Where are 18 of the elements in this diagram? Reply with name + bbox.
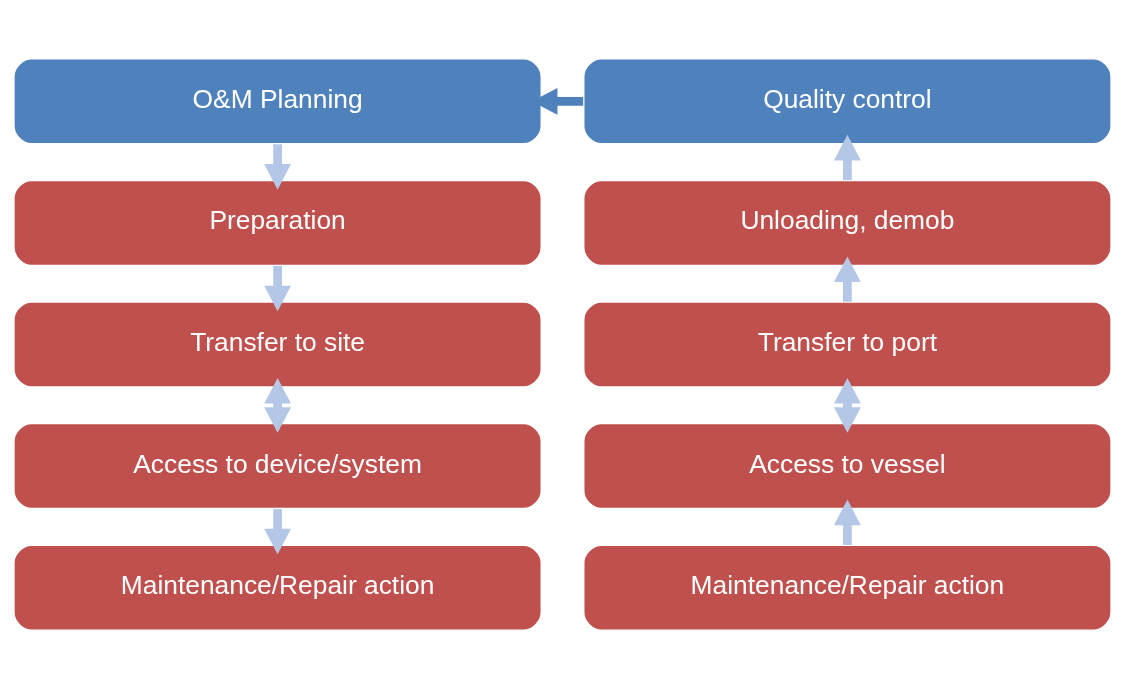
node-box: Quality control bbox=[583, 57, 1112, 145]
node-box: Transfer to site bbox=[13, 300, 542, 388]
arrow bbox=[264, 508, 291, 554]
arrow bbox=[264, 143, 291, 190]
node-box: Maintenance/Repair action bbox=[583, 543, 1112, 631]
node-box: Access to vessel bbox=[583, 422, 1112, 509]
arrow bbox=[834, 134, 861, 180]
arrow bbox=[834, 499, 861, 545]
arrow bbox=[834, 255, 861, 302]
node-box: Access to device/system bbox=[13, 422, 542, 509]
node-box: O&M Planning bbox=[13, 57, 542, 145]
node-box: Unloading, demob bbox=[583, 179, 1112, 266]
node-box: Maintenance/Repair action bbox=[13, 543, 542, 631]
arrow bbox=[264, 265, 291, 311]
arrow bbox=[834, 377, 861, 433]
node-box: Preparation bbox=[13, 179, 542, 266]
node-box: Transfer to port bbox=[583, 300, 1112, 388]
arrow bbox=[264, 377, 291, 433]
